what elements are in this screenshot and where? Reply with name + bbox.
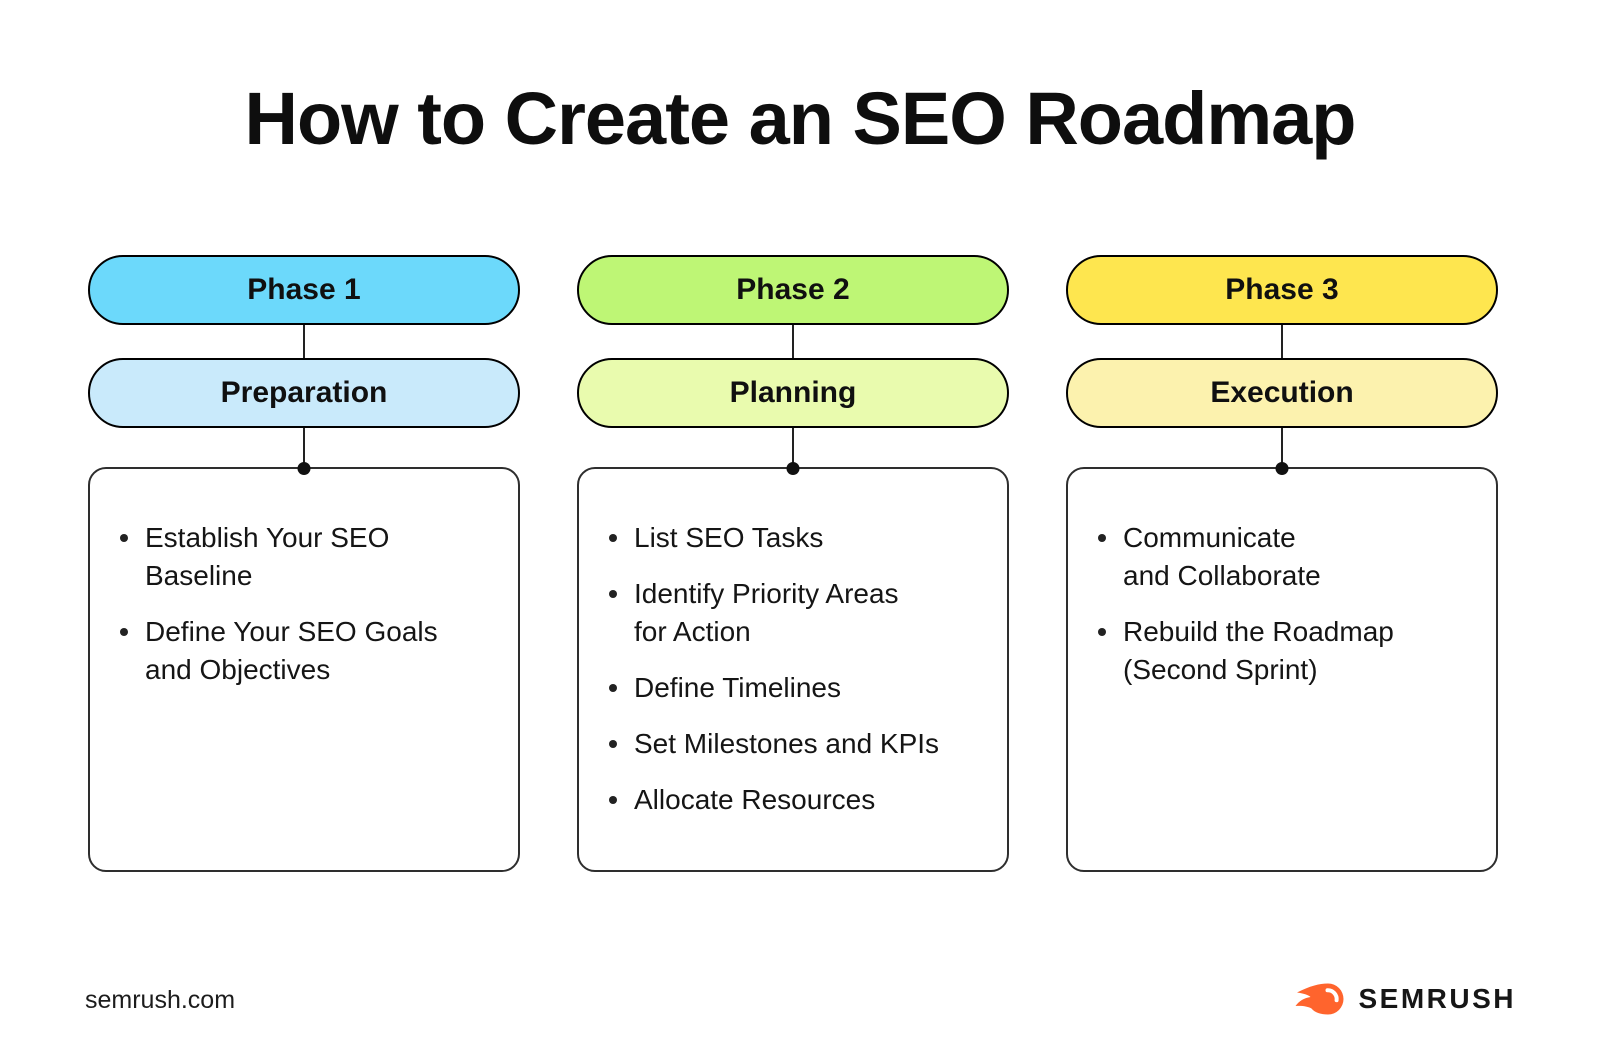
connector-line [303, 428, 305, 467]
connector-line [792, 325, 794, 358]
connector-line [1281, 428, 1283, 467]
task-item: Allocate Resources [607, 781, 983, 819]
semrush-flame-icon [1295, 983, 1344, 1015]
connector-line [792, 428, 794, 467]
phase-column-1: Phase 1 Preparation Establish Your SEO B… [88, 255, 520, 872]
phase-column-2: Phase 2 Planning List SEO Tasks Identify… [577, 255, 1009, 872]
website-url: semrush.com [85, 986, 236, 1014]
phase-pill-3: Phase 3 [1066, 255, 1498, 325]
task-item: Communicate and Collaborate [1096, 519, 1472, 595]
connector-dot [1275, 462, 1289, 475]
task-box-3: Communicate and Collaborate Rebuild the … [1066, 462, 1498, 872]
task-item: Rebuild the Roadmap (Second Sprint) [1096, 613, 1472, 689]
stage-pill-3: Execution [1066, 358, 1498, 428]
phase-pill-2: Phase 2 [577, 255, 1009, 325]
task-item: Define Your SEO Goals and Objectives [118, 613, 494, 689]
stage-pill-label: Planning [729, 376, 857, 409]
task-item: Define Timelines [607, 669, 983, 707]
connector-dot [786, 462, 800, 475]
phase-column-3: Phase 3 Execution Communicate and Collab… [1066, 255, 1498, 872]
task-item: Identify Priority Areas for Action [607, 575, 983, 651]
stage-pill-label: Execution [1210, 376, 1354, 409]
task-box-1: Establish Your SEO Baseline Define Your … [88, 462, 520, 872]
task-item: Establish Your SEO Baseline [118, 519, 494, 595]
stage-pill-label: Preparation [220, 376, 388, 409]
connector-line [1281, 325, 1283, 358]
phase-pill-1: Phase 1 [88, 255, 520, 325]
phase-pill-label: Phase 3 [1225, 273, 1339, 306]
stage-pill-1: Preparation [88, 358, 520, 428]
task-list-3: Communicate and Collaborate Rebuild the … [1096, 519, 1472, 689]
phase-pill-label: Phase 2 [736, 273, 850, 306]
connector-line [303, 325, 305, 358]
semrush-logo: SEMRUSH [1294, 978, 1516, 1020]
task-list-1: Establish Your SEO Baseline Define Your … [118, 519, 494, 689]
task-box-2: List SEO Tasks Identify Priority Areas f… [577, 462, 1009, 872]
task-item: Set Milestones and KPIs [607, 725, 983, 763]
task-item: List SEO Tasks [607, 519, 983, 557]
task-list-2: List SEO Tasks Identify Priority Areas f… [607, 519, 983, 819]
connector-dot [297, 462, 311, 475]
phase-pill-label: Phase 1 [247, 273, 361, 306]
page-title: How to Create an SEO Roadmap [244, 77, 1357, 160]
semrush-wordmark: SEMRUSH [1358, 983, 1516, 1014]
stage-pill-2: Planning [577, 358, 1009, 428]
